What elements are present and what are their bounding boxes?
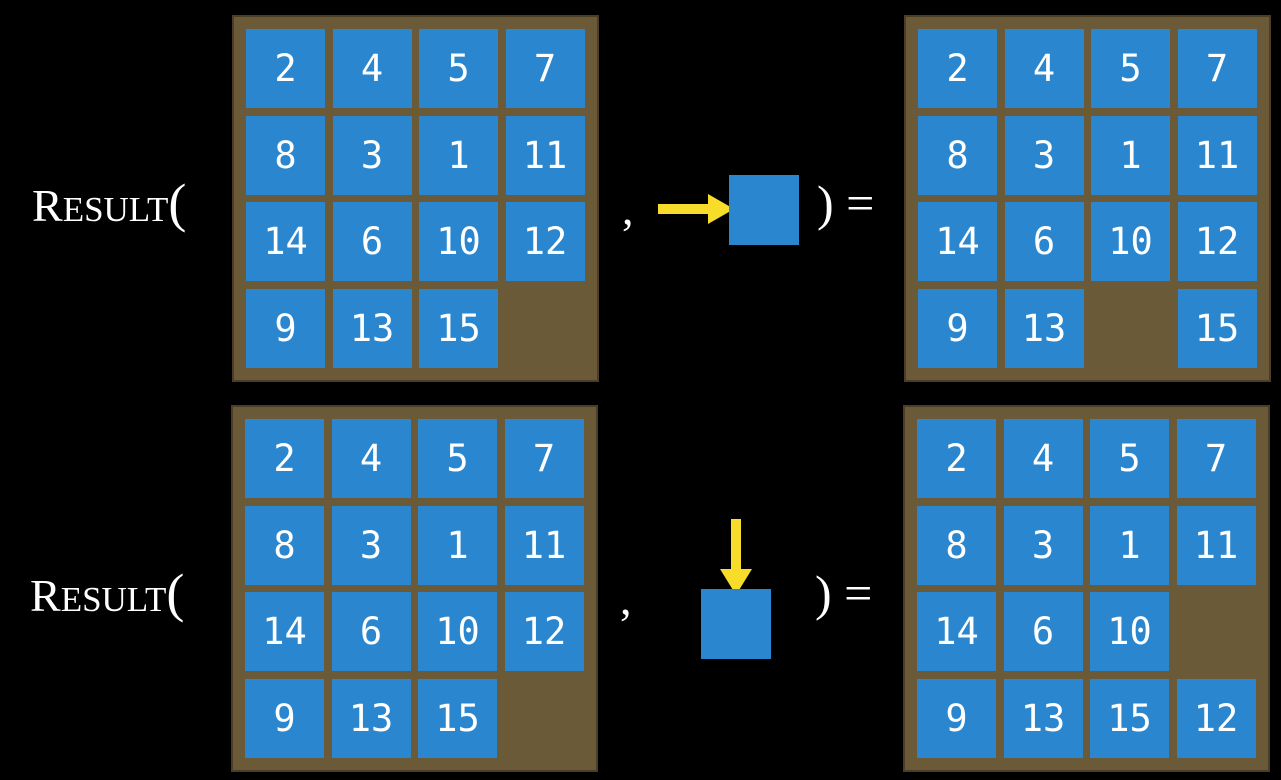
arrow-down-icon bbox=[720, 519, 752, 595]
puzzle-tile: 10 bbox=[418, 592, 497, 671]
puzzle-tile: 10 bbox=[1091, 202, 1170, 281]
puzzle-tile: 15 bbox=[1177, 288, 1257, 368]
puzzle-tile: 14 bbox=[917, 592, 996, 671]
puzzle-tile: 4 bbox=[1004, 29, 1084, 108]
puzzle-tile: 5 bbox=[1091, 29, 1170, 108]
puzzle-tile: 14 bbox=[245, 592, 324, 671]
puzzle-tile: 9 bbox=[246, 288, 325, 368]
close-paren-equals: ) = bbox=[817, 175, 875, 231]
puzzle-tile: 2 bbox=[917, 419, 996, 498]
puzzle-tile: 4 bbox=[331, 419, 411, 498]
puzzle-tile: 9 bbox=[918, 288, 997, 368]
puzzle-tile: 1 bbox=[419, 115, 498, 195]
puzzle-tile: 5 bbox=[419, 29, 498, 108]
puzzle-tile: 12 bbox=[1177, 202, 1257, 281]
puzzle-tile: 11 bbox=[1177, 115, 1257, 195]
comma: , bbox=[620, 573, 632, 624]
result-function-label: RESULT( bbox=[32, 173, 187, 233]
puzzle-tile: 7 bbox=[1176, 419, 1256, 498]
puzzle-tile: 3 bbox=[1004, 115, 1084, 195]
puzzle-tile: 13 bbox=[1003, 678, 1083, 758]
puzzle-tile: 11 bbox=[504, 505, 584, 585]
puzzle-tile: 11 bbox=[505, 115, 585, 195]
puzzle-tile: 6 bbox=[1003, 592, 1083, 671]
puzzle-tile: 12 bbox=[504, 592, 584, 671]
puzzle-tile: 10 bbox=[1090, 592, 1169, 671]
close-paren-equals: ) = bbox=[815, 565, 873, 621]
puzzle-tile: 8 bbox=[918, 115, 997, 195]
puzzle-tile: 3 bbox=[332, 115, 412, 195]
puzzle-tile: 6 bbox=[331, 592, 411, 671]
puzzle-tile: 7 bbox=[504, 419, 584, 498]
puzzle-tile: 9 bbox=[917, 678, 996, 758]
puzzle-tile: 15 bbox=[418, 678, 497, 758]
puzzle-tile: 13 bbox=[331, 678, 411, 758]
puzzle-tile: 2 bbox=[245, 419, 324, 498]
puzzle-tile: 14 bbox=[918, 202, 997, 281]
puzzle-tile: 4 bbox=[332, 29, 412, 108]
puzzle-tile: 12 bbox=[1176, 678, 1256, 758]
puzzle-tile: 13 bbox=[332, 288, 412, 368]
puzzle-tile: 7 bbox=[505, 29, 585, 108]
puzzle-tile: 13 bbox=[1004, 288, 1084, 368]
puzzle-tile: 14 bbox=[246, 202, 325, 281]
action-tile bbox=[729, 175, 799, 245]
puzzle-tile: 3 bbox=[1003, 505, 1083, 585]
puzzle-tile: 8 bbox=[246, 115, 325, 195]
result-function-label: RESULT( bbox=[30, 563, 185, 623]
puzzle-tile: 1 bbox=[418, 505, 497, 585]
puzzle-tile: 1 bbox=[1090, 505, 1169, 585]
puzzle-tile: 7 bbox=[1177, 29, 1257, 108]
puzzle-tile: 8 bbox=[245, 505, 324, 585]
comma: , bbox=[622, 183, 634, 234]
puzzle-tile: 8 bbox=[917, 505, 996, 585]
puzzle-tile: 5 bbox=[418, 419, 497, 498]
puzzle-tile: 3 bbox=[331, 505, 411, 585]
puzzle-tile: 2 bbox=[918, 29, 997, 108]
puzzle-tile: 2 bbox=[246, 29, 325, 108]
puzzle-tile: 6 bbox=[332, 202, 412, 281]
arrow-right-icon bbox=[658, 194, 734, 224]
puzzle-tile: 11 bbox=[1176, 505, 1256, 585]
puzzle-tile: 15 bbox=[1090, 678, 1169, 758]
puzzle-tile: 5 bbox=[1090, 419, 1169, 498]
puzzle-tile: 6 bbox=[1004, 202, 1084, 281]
puzzle-tile: 4 bbox=[1003, 419, 1083, 498]
puzzle-tile: 12 bbox=[505, 202, 585, 281]
action-tile bbox=[701, 589, 771, 659]
puzzle-tile: 1 bbox=[1091, 115, 1170, 195]
puzzle-tile: 15 bbox=[419, 288, 498, 368]
puzzle-tile: 10 bbox=[419, 202, 498, 281]
puzzle-tile: 9 bbox=[245, 678, 324, 758]
